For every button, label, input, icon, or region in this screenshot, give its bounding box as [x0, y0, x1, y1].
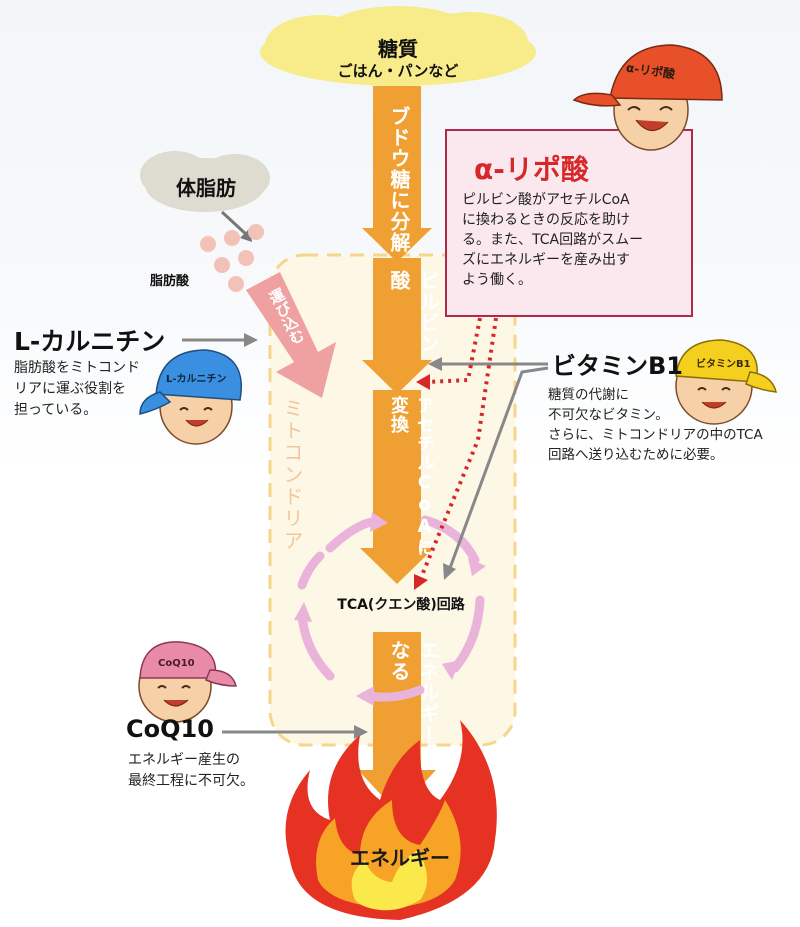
alpha-lipoic-character [572, 44, 723, 151]
vitaminb1-desc-line: さらに、ミトコンドリアの中のTCA [548, 427, 763, 443]
coq10-cap-text: CoQ10 [158, 658, 195, 669]
lipoic-dotted-lines [418, 317, 498, 581]
vitaminb1-description: 糖質の代謝に 不可欠なビタミン。 さらに、ミトコンドリアの中のTCA 回路へ送り… [548, 385, 796, 465]
vitaminb1-cap-text: ビタミンB1 [696, 359, 751, 370]
lipoic-arrowhead-2 [414, 574, 428, 590]
coq10-character [138, 641, 237, 723]
carnitine-title: L-カルニチン [14, 327, 166, 356]
coq10-desc-line: 最終工程に不可欠。 [128, 773, 254, 789]
fatty-acid-dots [200, 224, 264, 292]
vitaminb1-title: ビタミンB1 [552, 352, 683, 380]
pointer-arrows [182, 333, 549, 739]
step-pyruvate-label: ピルビン酸 [387, 270, 440, 354]
tca-cycle-label: TCA(クエン酸)回路 [337, 597, 465, 613]
energy-final-label: エネルギー [350, 846, 450, 870]
lipoic-desc-line: に換わるときの反応を助け [462, 212, 630, 228]
sugar-subtitle: ごはん・パンなど [337, 62, 459, 80]
lipoic-title: α-リポ酸 [474, 153, 589, 186]
lipoic-desc-line: よう働く。 [462, 272, 532, 288]
vitaminb1-character [675, 339, 777, 425]
fat-title: 体脂肪 [176, 176, 236, 200]
lipoic-desc-line: ズにエネルギーを産み出す [462, 252, 630, 268]
vitaminb1-desc-line: 不可欠なビタミン。 [548, 407, 669, 423]
carnitine-desc-line: 担っている。 [14, 402, 98, 418]
coq10-title: CoQ10 [126, 715, 214, 743]
carry-arrow [246, 272, 336, 398]
coq10-description: エネルギー産生の 最終工程に不可欠。 [128, 750, 298, 792]
carnitine-desc-line: 脂肪酸をミトコンド [14, 360, 140, 376]
carnitine-cap-text: L-カルニチン [166, 374, 227, 385]
vitaminb1-desc-line: 糖質の代謝に [548, 387, 629, 403]
fat-to-acid-arrow [220, 210, 250, 238]
tca-cycle-arrows [297, 515, 485, 702]
fatty-acid-label: 脂肪酸 [150, 274, 190, 289]
main-arrow [358, 86, 436, 812]
lipoic-desc-line: ピルビン酸がアセチルCoA [462, 192, 630, 208]
step-energy-label: エネルギーになる [387, 640, 440, 766]
carnitine-character [139, 349, 242, 445]
tca-arrowheads [294, 512, 486, 706]
step-acetylcoa-label: アセチルCoAに変換 [388, 396, 435, 557]
lipoic-box [445, 129, 693, 317]
sugar-title: 糖質 [378, 37, 418, 61]
sugar-cloud [260, 6, 536, 86]
carnitine-description: 脂肪酸をミトコンド リアに運ぶ役割を 担っている。 [14, 358, 182, 421]
step-glucose-label: ブドウ糖に分解 [387, 106, 411, 253]
lipoic-arrowhead-1 [416, 374, 430, 390]
coq10-desc-line: エネルギー産生の [128, 752, 240, 768]
lipoic-description: ピルビン酸がアセチルCoA に換わるときの反応を助け る。また、TCA回路がスム… [462, 190, 684, 290]
mitochondria-label: ミトコンドリア [280, 398, 304, 552]
flame-graphic [285, 720, 497, 920]
fat-cloud [140, 151, 270, 212]
vitaminb1-desc-line: 回路へ送り込むために必要。 [548, 447, 724, 463]
lipoic-desc-line: る。また、TCA回路がスムー [462, 232, 644, 248]
carnitine-desc-line: リアに運ぶ役割を [14, 381, 126, 397]
